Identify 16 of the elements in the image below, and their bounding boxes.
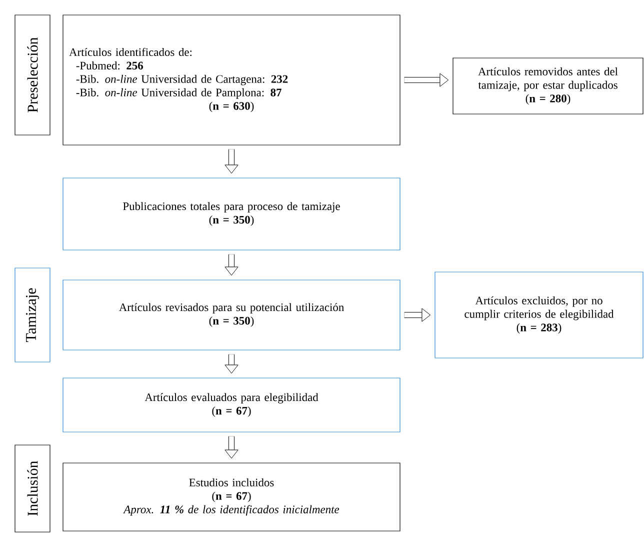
phase-label: Inclusión: [14, 444, 50, 532]
block-arrow: [404, 73, 449, 87]
process-box: Artículos evaluados para elegibilidad (n = 67): [62, 378, 400, 432]
process-box: Artículos identificados de: -Pubmed: 256 -Bib. on-line Universidad de Cartagena: 232 -Bib. on-line Universidad de Pamplona: 87 (n = 630): [62, 14, 400, 146]
process-box: Artículos removidos antes del tamizaje, por estar duplicados (n = 280): [452, 58, 644, 114]
block-arrow: [224, 254, 238, 276]
block-arrow: [224, 149, 238, 174]
block-arrow: [224, 354, 238, 374]
phase-label: Tamizaje: [14, 268, 50, 362]
block-arrow: [404, 308, 431, 322]
block-arrow: [224, 436, 238, 459]
process-box: Estudios incluidos (n = 67) Aprox. 11 % de los identificados inicialmente: [62, 462, 400, 532]
process-box: Artículos revisados para su potencial utilización (n = 350): [62, 280, 400, 350]
process-box: Publicaciones totales para proceso de tamizaje (n = 350): [62, 178, 400, 250]
phase-label: Preselección: [14, 14, 50, 136]
process-box: Artículos excluidos, por no cumplir criterios de elegibilidad (n = 283): [434, 272, 644, 358]
